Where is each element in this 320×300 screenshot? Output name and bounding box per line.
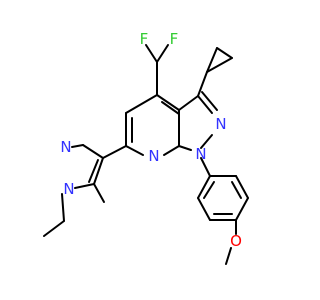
bond-ar-2 bbox=[235, 175, 249, 199]
bond-py-4 bbox=[125, 145, 144, 156]
bond-pz-3 bbox=[200, 134, 213, 149]
bond-pz-2 bbox=[197, 95, 213, 114]
bond-chf2-f2 bbox=[156, 44, 169, 63]
bond-cyclopropyl-2 bbox=[216, 47, 233, 59]
bond-ar-3 bbox=[235, 197, 249, 221]
bond-ar-2b bbox=[231, 181, 242, 199]
bond-cyclopropyl-ring bbox=[197, 71, 208, 97]
atom-n-pyridine: N bbox=[148, 147, 159, 165]
atom-f1: F bbox=[140, 30, 149, 48]
atom-n-pyrazole-top: N bbox=[60, 138, 71, 156]
atom-n-pyrazole-ethyl: N bbox=[63, 180, 74, 198]
bond-pz-4 bbox=[178, 145, 192, 151]
bond-epz-2b bbox=[88, 159, 99, 183]
bond-pz-2b bbox=[201, 91, 218, 111]
molecule-structure-diagram: F F N N N N N O bbox=[43, 30, 249, 265]
bond-epz-1 bbox=[82, 144, 104, 159]
bond-epz-3 bbox=[71, 144, 84, 148]
bond-epz-4 bbox=[74, 183, 95, 189]
atom-f2: F bbox=[170, 30, 179, 48]
bond-o-methyl bbox=[225, 247, 232, 265]
bond-ethyl-2 bbox=[43, 220, 65, 237]
bond-link-pyrazole bbox=[102, 145, 127, 159]
atom-o-methoxy: O bbox=[230, 232, 242, 250]
bond-methyl bbox=[93, 183, 105, 203]
bond-cyclopropyl-3 bbox=[206, 57, 233, 73]
bond-pz-1 bbox=[178, 95, 199, 111]
bond-py-2b bbox=[161, 101, 180, 115]
structure-canvas: F F N N N N N O bbox=[43, 30, 249, 265]
bond-py-2 bbox=[156, 94, 180, 111]
bond-chf2-f1 bbox=[145, 44, 158, 63]
atom-n-pyrazolo-2: N bbox=[215, 115, 226, 133]
bond-n-aryl bbox=[200, 157, 211, 177]
bond-cyclopropyl-1 bbox=[206, 47, 218, 73]
bond-ar-5 bbox=[197, 197, 211, 221]
bond-py-5 bbox=[163, 145, 180, 156]
bond-ar-6b bbox=[203, 181, 215, 199]
bond-ar-6 bbox=[197, 175, 211, 199]
bond-py-1 bbox=[125, 94, 158, 114]
bond-ethyl-1 bbox=[61, 193, 65, 222]
bond-epz-2 bbox=[93, 157, 104, 185]
atom-n-pyrazolo-1: N bbox=[195, 145, 206, 163]
